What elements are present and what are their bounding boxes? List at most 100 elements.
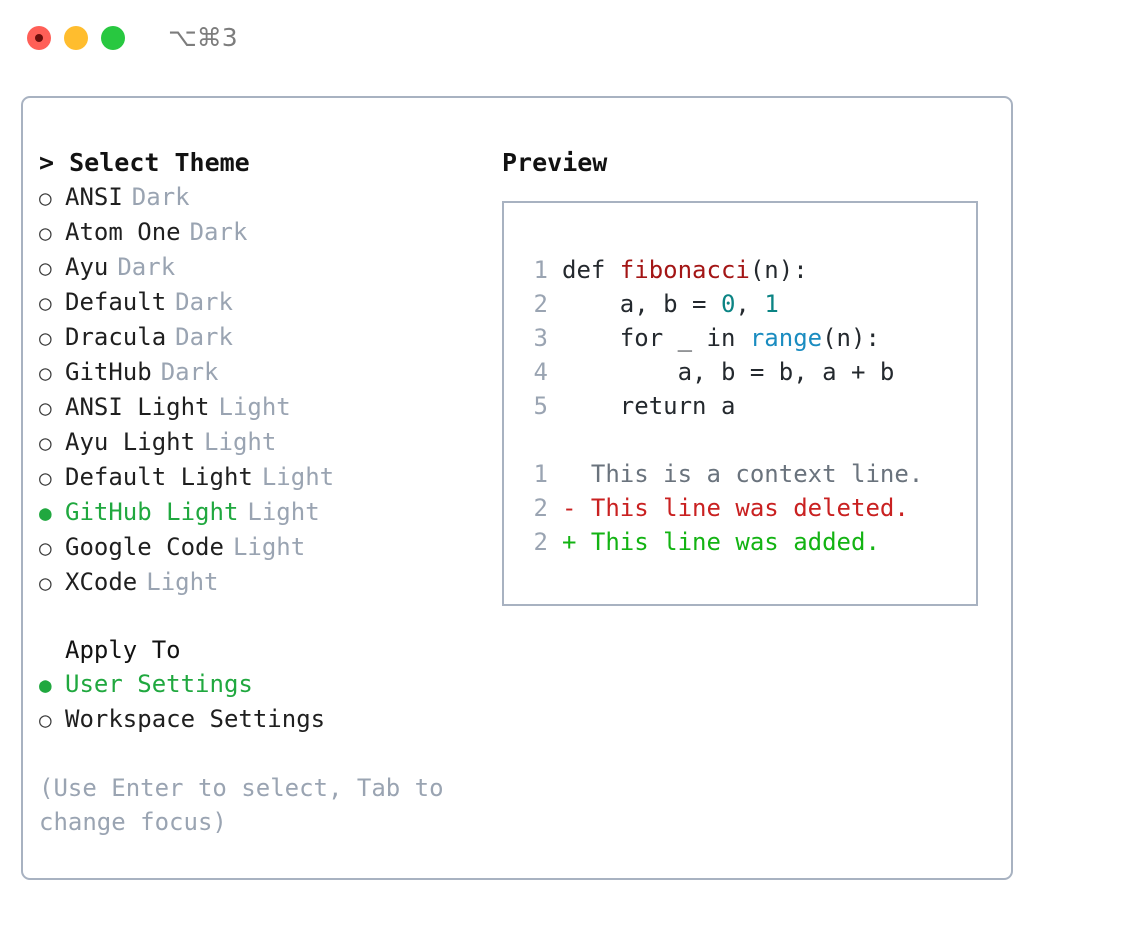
line-number: 3 [533,324,548,352]
theme-name: Default Light [65,463,253,491]
radio-off-icon: ○ [39,536,52,560]
theme-list-item[interactable]: ○ GitHub Dark [39,355,489,390]
prompt-caret-icon: > [39,148,70,177]
diff-line-context: 1 This is a context line. [522,457,924,491]
code-token: , [735,290,765,318]
code-line: 4 a, b = b, a + b [522,355,923,389]
theme-list: ○ ANSI Dark ○ Atom One Dark ○ Ayu Dark [39,180,489,600]
theme-name: GitHub Light [65,498,239,526]
radio-off-icon: ○ [39,571,52,595]
window-controls [27,26,125,50]
diff-text: This line was added. [590,528,880,556]
radio-off-icon: ○ [39,186,52,210]
code-token-call: range [749,324,823,352]
line-number: 5 [533,392,548,420]
minimize-button-icon[interactable] [64,26,88,50]
diff-text: This line was deleted. [590,494,909,522]
panel-columns: > Select Theme ○ ANSI Dark ○ Atom One Da… [23,98,1011,878]
title-bar: ⌥⌘3 [0,0,1140,78]
code-token: a, b = [562,290,721,318]
theme-name: Google Code [65,533,224,561]
theme-name: Atom One [65,218,181,246]
code-token: (n): [749,256,808,284]
keyboard-shortcut-label: ⌥⌘3 [168,23,238,52]
preview-heading: Preview [502,148,608,177]
radio-off-icon: ○ [39,256,52,280]
code-token: (n): [822,324,880,352]
preview-column: Preview 1 def fibonacci (n): 2 a, b = [502,146,1002,606]
theme-list-item[interactable]: ○ ANSI Dark [39,180,489,215]
code-line: 1 def fibonacci (n): [522,253,923,287]
code-token-number: 0 [720,290,736,318]
line-number: 2 [533,494,548,522]
theme-name: Default [65,288,167,316]
select-theme-title: Select Theme [69,148,250,177]
theme-name: ANSI Light [65,393,210,421]
theme-list-item[interactable]: ○ XCode Light [39,565,489,600]
theme-kind: Light [204,428,277,456]
theme-list-item[interactable]: ○ Default Dark [39,285,489,320]
diff-marker: - [562,494,591,522]
theme-list-item[interactable]: ○ Atom One Dark [39,215,489,250]
theme-kind: Light [247,498,320,526]
diff-sample: 1 This is a context line. 2 - This line … [522,457,924,559]
theme-list-item[interactable]: ○ Ayu Light Light [39,425,489,460]
theme-kind: Dark [175,288,233,316]
diff-line-deleted: 2 - This line was deleted. [522,491,923,525]
radio-off-icon: ○ [39,431,52,455]
apply-to-option-user-settings[interactable]: ● User Settings [39,667,489,702]
radio-off-icon: ○ [39,221,52,245]
theme-list-item[interactable]: ○ Ayu Dark [39,250,489,285]
theme-kind: Dark [117,253,176,281]
line-number: 2 [533,290,548,318]
radio-off-icon: ○ [39,361,52,385]
theme-list-item[interactable]: ○ ANSI Light Light [39,390,489,425]
line-number: 1 [533,256,548,284]
theme-name: XCode [65,568,138,596]
radio-on-icon: ● [39,501,52,525]
radio-off-icon: ○ [39,708,52,732]
theme-list-item-selected[interactable]: ● GitHub Light Light [39,495,489,530]
code-token: for _ in [562,324,750,352]
radio-off-icon: ○ [39,396,52,420]
code-token: a, b = b, a + b [562,358,895,386]
theme-name: GitHub [65,358,152,386]
line-number: 4 [533,358,548,386]
close-button-icon[interactable] [27,26,51,50]
theme-list-item[interactable]: ○ Google Code Light [39,530,489,565]
code-token: return a [562,392,736,420]
apply-to-label: Workspace Settings [65,705,326,733]
theme-list-item[interactable]: ○ Default Light Light [39,460,489,495]
diff-marker: + [562,528,591,556]
theme-name: ANSI [65,183,123,211]
diff-text: This is a context line. [590,460,924,488]
radio-on-icon: ● [39,673,52,697]
radio-off-icon: ○ [39,466,52,490]
code-line: 3 for _ in range (n): [522,321,923,355]
zoom-button-icon[interactable] [101,26,125,50]
code-token: def [562,256,620,284]
theme-picker-column: > Select Theme ○ ANSI Dark ○ Atom One Da… [39,146,489,839]
theme-kind: Light [232,533,306,561]
main-panel: > Select Theme ○ ANSI Dark ○ Atom One Da… [21,96,1013,880]
theme-kind: Dark [131,183,190,211]
select-theme-heading: > Select Theme [39,146,489,180]
apply-to-option-workspace-settings[interactable]: ○ Workspace Settings [39,702,489,737]
apply-to-heading: Apply To [65,636,181,664]
theme-kind: Light [261,463,335,491]
theme-list-item[interactable]: ○ Dracula Dark [39,320,489,355]
code-line: 2 a, b = 0 , 1 [522,287,923,321]
radio-off-icon: ○ [39,291,52,315]
theme-name: Ayu [65,253,109,281]
theme-name: Ayu Light [65,428,196,456]
theme-kind: Dark [175,323,233,351]
line-number: 1 [533,460,548,488]
apply-to-label: User Settings [65,670,253,698]
theme-name: Dracula [65,323,167,351]
diff-marker [562,457,591,491]
diff-line-added: 2 + This line was added. [522,525,923,559]
keyboard-hint-text: (Use Enter to select, Tab to change focu… [39,774,444,836]
apply-to-section: Apply To ● User Settings ○ Workspace Set… [39,633,489,737]
code-token-function: fibonacci [619,256,750,284]
